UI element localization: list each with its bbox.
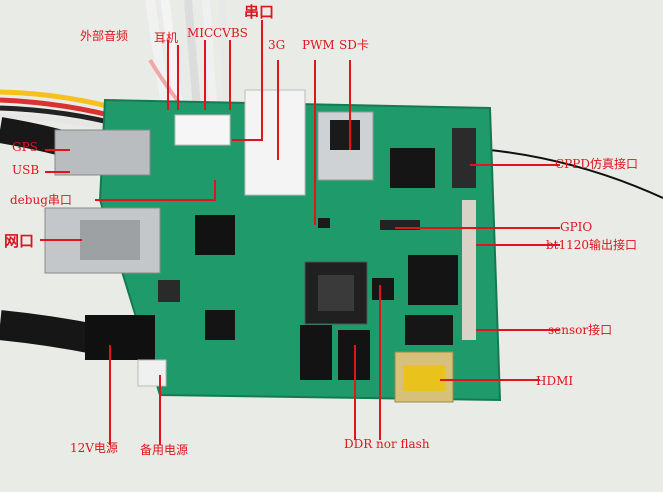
chip bbox=[408, 255, 458, 305]
backup-power-connector bbox=[137, 359, 167, 387]
label-usb: USB bbox=[12, 163, 40, 177]
label-hdmi: HDMI bbox=[536, 374, 574, 388]
gpio-header bbox=[380, 220, 420, 230]
label-debug-serial: debug串口 bbox=[10, 193, 72, 207]
chip bbox=[405, 315, 453, 345]
3g-connector bbox=[244, 89, 306, 196]
label-nor-flash: nor flash bbox=[376, 437, 430, 451]
label-backup-power: 备用电源 bbox=[140, 443, 189, 457]
label-ddr: DDR bbox=[344, 437, 373, 451]
label-network: 网口 bbox=[4, 232, 35, 250]
label-serial-top: 串口 bbox=[244, 3, 275, 21]
dc-jack bbox=[85, 315, 155, 360]
label-cvbs: CVBS bbox=[213, 26, 248, 40]
label-power-12v: 12V电源 bbox=[70, 441, 118, 455]
label-external-audio: 外部音频 bbox=[80, 29, 129, 43]
label-sensor: sensor接口 bbox=[548, 323, 613, 337]
label-sd-card: SD卡 bbox=[339, 38, 369, 52]
label-bt1120: bt1120输出接口 bbox=[546, 238, 638, 252]
label-mic: MIC bbox=[187, 26, 214, 40]
bt1120-connector bbox=[462, 200, 476, 340]
pwm-pin bbox=[318, 218, 330, 228]
nor-flash-chip bbox=[372, 278, 394, 300]
chip bbox=[195, 215, 235, 255]
cppd-header bbox=[452, 128, 476, 188]
label-3g: 3G bbox=[268, 38, 286, 52]
label-pwm: PWM bbox=[302, 38, 335, 52]
label-gps: GPS bbox=[12, 140, 38, 154]
usb-connector bbox=[54, 129, 151, 176]
chip bbox=[390, 148, 435, 188]
annotation-lines bbox=[40, 20, 560, 445]
chip bbox=[300, 325, 332, 380]
label-earphone: 耳机 bbox=[154, 31, 179, 45]
label-gpio: GPIO bbox=[560, 220, 593, 234]
label-cppd: CPPD仿真接口 bbox=[555, 157, 638, 171]
ribbon-cables bbox=[145, 0, 232, 121]
audio-connectors bbox=[174, 114, 231, 146]
